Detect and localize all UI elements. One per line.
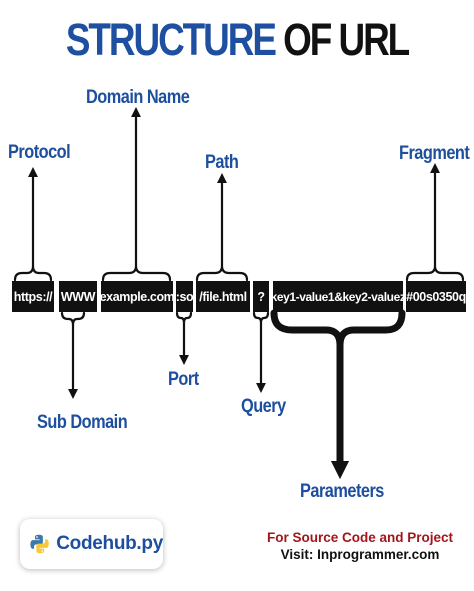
python-logo-icon [30,534,49,554]
label-path: Path [205,152,239,173]
url-segment-path: /file.html [196,281,250,312]
url-segment-protocol: https:// [12,281,54,312]
title-part-1: STRUCTURE [65,14,277,65]
port-brace [175,311,193,325]
label-protocol: Protocol [8,142,71,163]
source-info: For Source Code and Project Visit: Inpro… [260,530,460,562]
url-segment-subdomain: WWW [59,281,97,312]
label-port: Port [168,369,199,390]
sub-domain-brace [60,311,86,327]
label-query: Query [241,396,286,417]
brand-card: Codehub.py [20,519,163,569]
url-segment-fragment: #00s0350q [406,281,466,312]
label-domain-name: Domain Name [86,87,190,108]
parameters-brace [270,309,406,349]
domain-name-brace [101,264,172,282]
source-line-2: Visit: Inprogrammer.com [280,547,440,562]
label-fragment: Fragment [399,143,470,164]
query-brace [252,311,270,325]
page-title: STRUCTURE OF URL [43,14,432,66]
fragment-brace [405,264,465,282]
title-part-2: OF URL [283,14,410,65]
url-segment-port: :so [176,281,193,312]
source-line-1: For Source Code and Project [266,530,454,545]
protocol-brace [13,264,53,282]
url-segment-parameters: key1-value1&key2-valuez [273,281,403,312]
url-segment-domain: example.com [101,281,173,312]
url-segment-query: ? [253,281,269,312]
label-parameters: Parameters [300,481,384,502]
label-sub-domain: Sub Domain [37,412,128,433]
brand-name: Codehub.py [56,533,163,554]
path-brace [195,264,249,282]
